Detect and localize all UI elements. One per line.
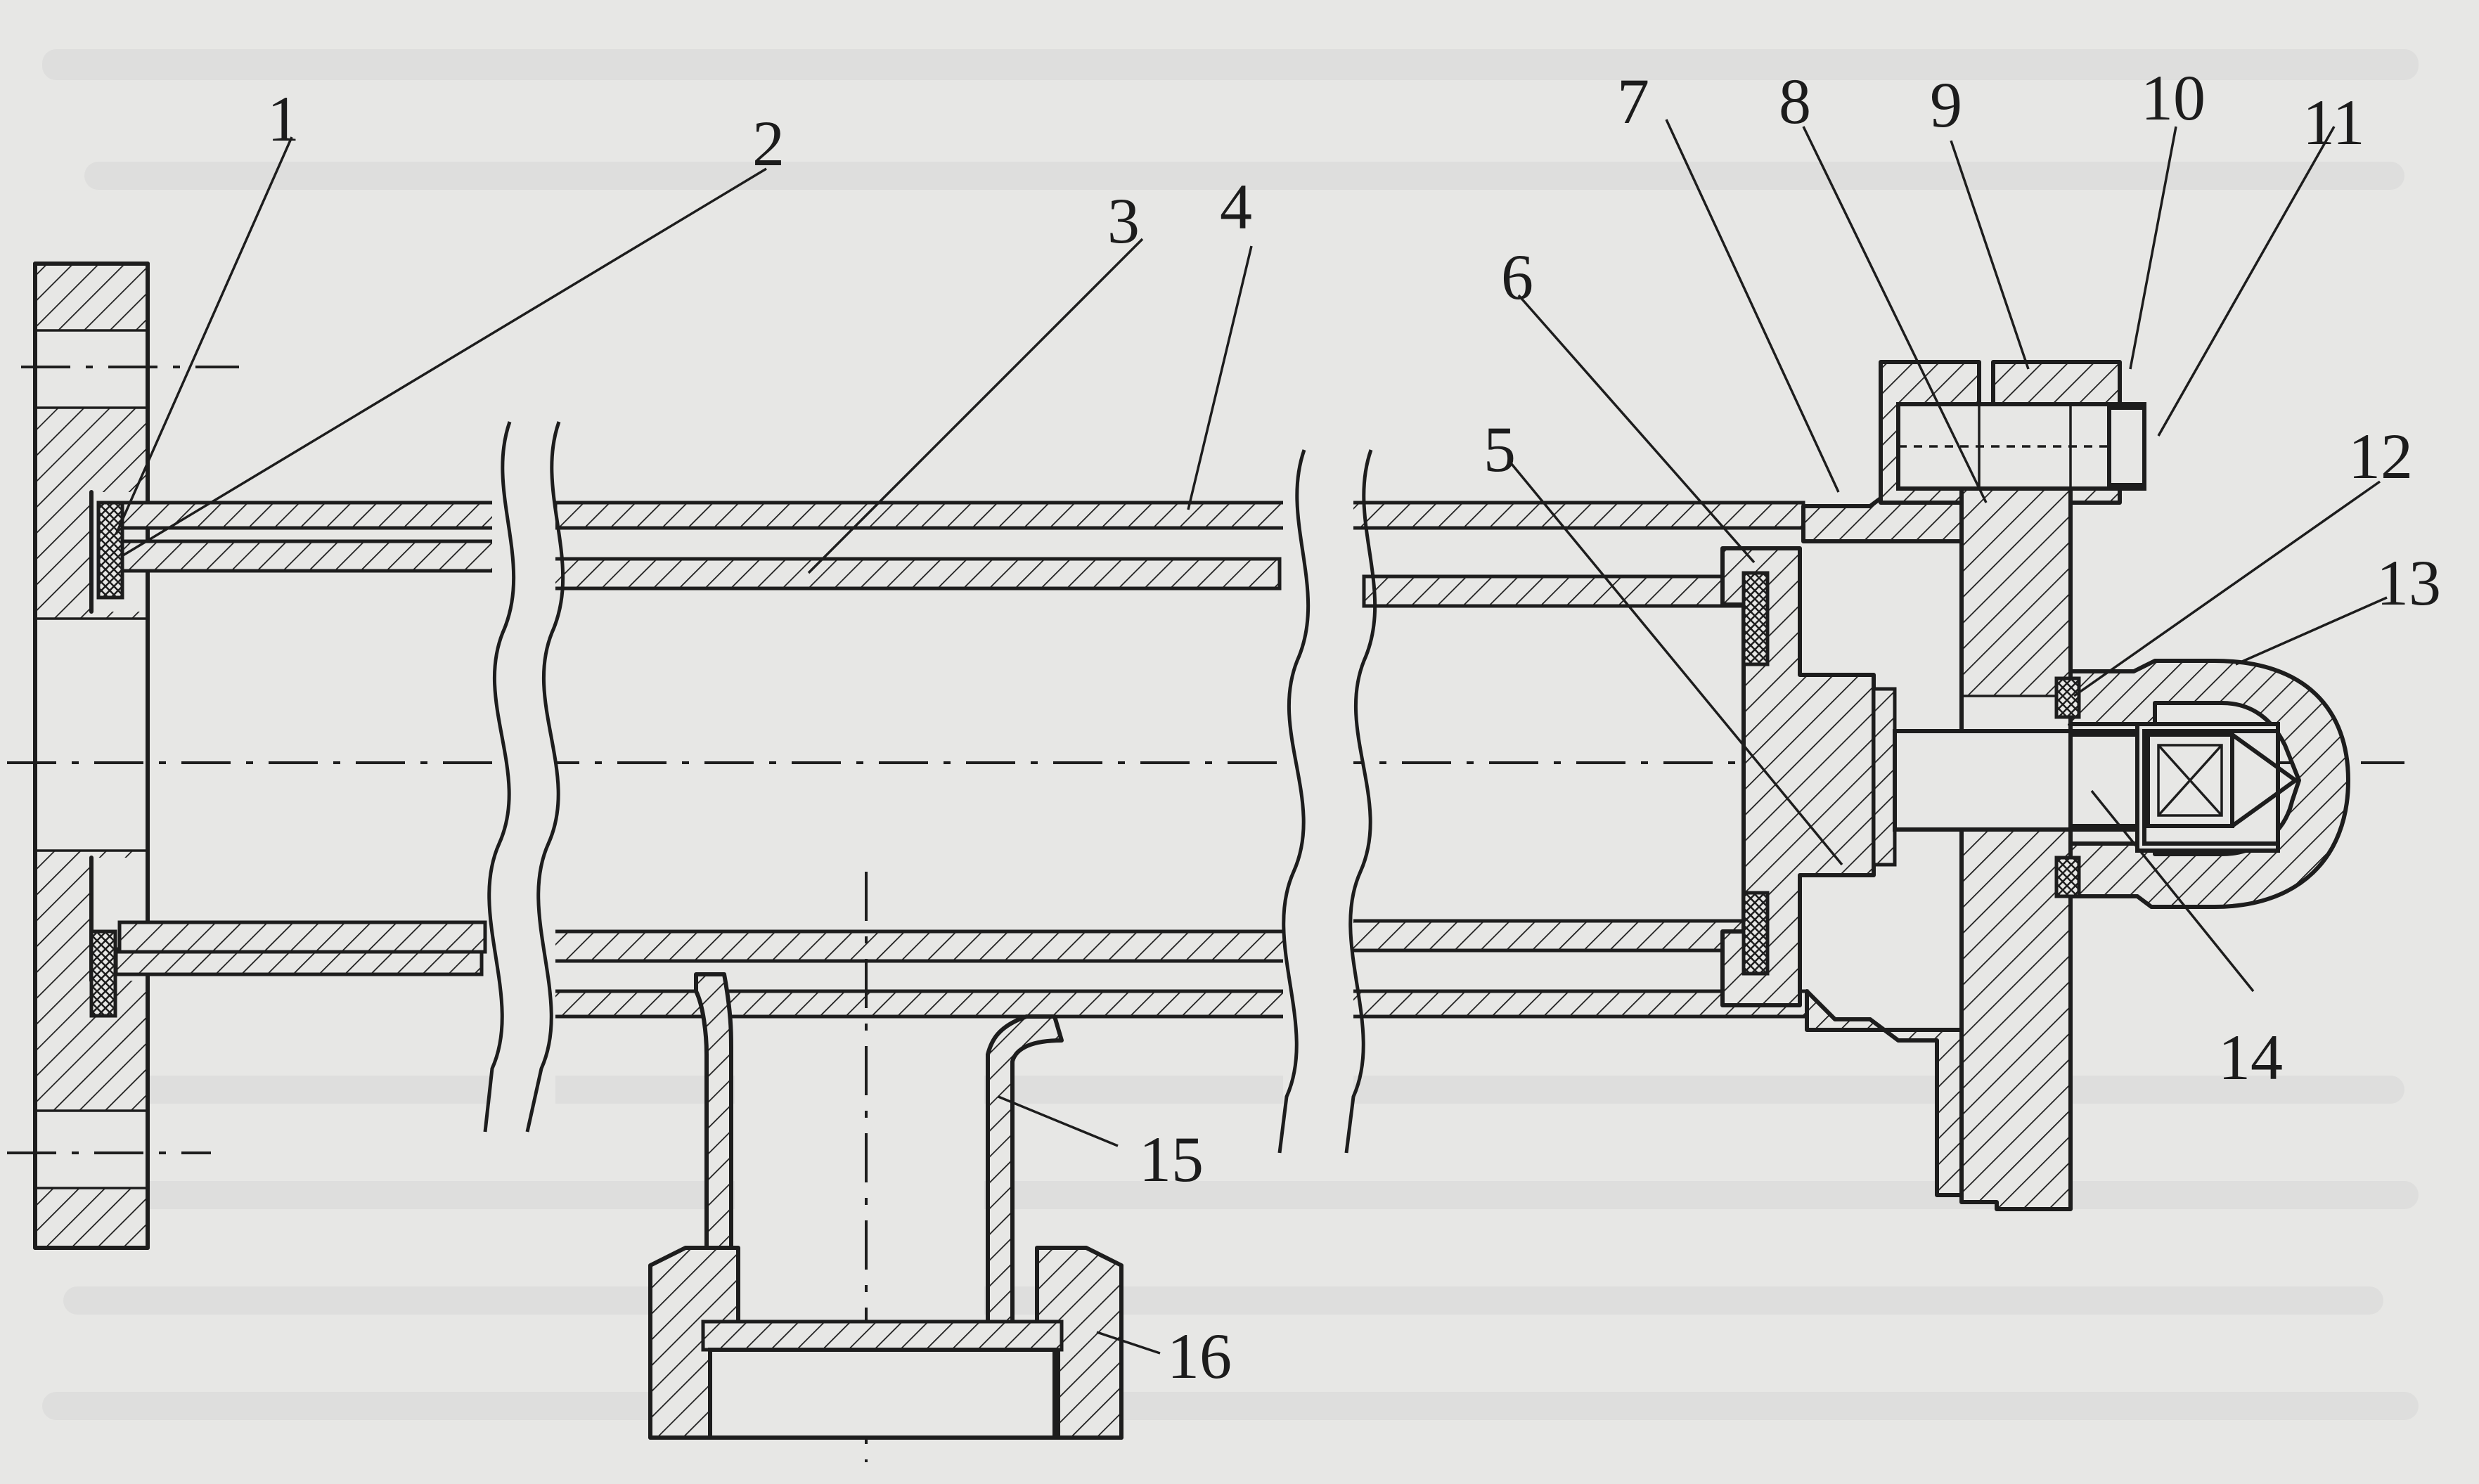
seal-12 (2054, 676, 2081, 898)
cap-13 (2068, 659, 2350, 909)
seal-1 (89, 501, 124, 1018)
callout-7: 7 (1617, 65, 1649, 137)
callout-4: 4 (1220, 171, 1252, 243)
union-nut-16 (648, 1246, 1123, 1440)
callout-13: 13 (2376, 547, 2441, 619)
callout-5: 5 (1483, 413, 1516, 485)
callout-16: 16 (1167, 1320, 1232, 1392)
paper-show-through (42, 49, 2419, 1420)
callout-14: 14 (2218, 1021, 2283, 1093)
bolt-11 (1896, 402, 2146, 491)
inner-tube-3 (117, 539, 1753, 963)
callout-10: 10 (2141, 62, 2206, 134)
seal-6 (1741, 571, 1770, 976)
left-flange (7, 262, 239, 1250)
callout-15: 15 (1139, 1123, 1204, 1195)
callout-8: 8 (1779, 65, 1811, 137)
callout-12: 12 (2348, 420, 2413, 492)
break-lines (483, 408, 1377, 1160)
callout-2: 2 (752, 108, 785, 179)
branch-pipe-15 (694, 872, 1064, 1462)
outer-tube-4 (100, 501, 1809, 1019)
callout-9: 9 (1930, 69, 1962, 141)
callout-6: 6 (1501, 241, 1533, 313)
callout-1: 1 (267, 83, 300, 155)
callout-3: 3 (1107, 185, 1140, 257)
callout-11: 11 (2303, 86, 2365, 158)
callout-numbers: 1 2 3 4 5 6 7 8 9 10 11 12 13 14 15 16 (267, 62, 2441, 1392)
leader-lines (115, 119, 2388, 1355)
